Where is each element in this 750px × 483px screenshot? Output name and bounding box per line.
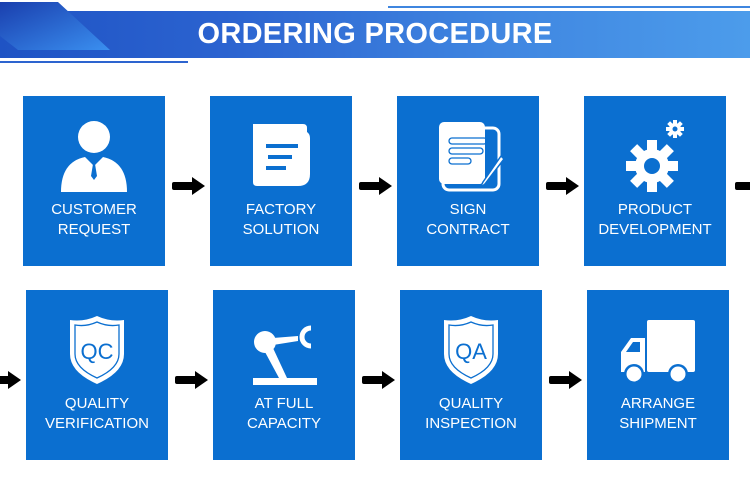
arrow-right-icon bbox=[735, 182, 750, 190]
page-title: ORDERING PROCEDURE bbox=[197, 18, 553, 50]
banner-bar bbox=[0, 11, 750, 58]
arrow-right-icon bbox=[172, 177, 205, 195]
arrow-right-icon bbox=[0, 371, 21, 389]
step-label: PRODUCT DEVELOPMENT bbox=[584, 200, 726, 240]
banner-line-top bbox=[388, 6, 750, 8]
step-label-line1: FACTORY bbox=[245, 201, 317, 218]
step-label-line1: QUALITY bbox=[438, 395, 504, 412]
step-label-line1: PRODUCT bbox=[617, 201, 693, 218]
gears-icon bbox=[626, 120, 684, 192]
step-label-line2: REQUEST bbox=[57, 221, 131, 238]
step-label: FACTORY SOLUTION bbox=[210, 200, 352, 240]
step-product-development: PRODUCT DEVELOPMENT bbox=[584, 96, 726, 266]
step-label-line2: SOLUTION bbox=[242, 221, 320, 238]
arrow-right-icon bbox=[362, 371, 395, 389]
robot-arm-icon bbox=[253, 325, 317, 385]
step-at-full-capacity: AT FULL CAPACITY bbox=[213, 290, 355, 460]
banner-line-bottom bbox=[0, 61, 188, 63]
qc-shield-icon: QC bbox=[70, 316, 124, 384]
step-label-line2: VERIFICATION bbox=[45, 415, 149, 432]
step-label: SIGN CONTRACT bbox=[397, 200, 539, 240]
step-label-line1: CUSTOMER bbox=[51, 201, 137, 218]
contract-icon bbox=[439, 122, 505, 192]
step-label-line2: CAPACITY bbox=[247, 415, 321, 432]
step-label-line2: DEVELOPMENT bbox=[598, 221, 712, 238]
qa-shield-icon: QA bbox=[444, 316, 498, 384]
step-label-line1: ARRANGE bbox=[620, 395, 696, 412]
step-label-line2: SHIPMENT bbox=[619, 415, 697, 432]
arrow-right-icon bbox=[549, 371, 582, 389]
step-label: CUSTOMER REQUEST bbox=[23, 200, 165, 240]
step-label-line1: QUALITY bbox=[64, 395, 130, 412]
step-label: QUALITY VERIFICATION bbox=[26, 394, 168, 434]
step-label-line2: INSPECTION bbox=[425, 415, 517, 432]
arrow-right-icon bbox=[546, 177, 579, 195]
step-label: QUALITY INSPECTION bbox=[400, 394, 542, 434]
step-label-line2: CONTRACT bbox=[426, 221, 510, 238]
step-customer-request: CUSTOMER REQUEST bbox=[23, 96, 165, 266]
step-arrange-shipment: ARRANGE SHIPMENT bbox=[587, 290, 729, 460]
document-icon bbox=[253, 124, 310, 186]
step-label: ARRANGE SHIPMENT bbox=[587, 394, 729, 434]
qc-badge-text: QC bbox=[81, 339, 114, 364]
step-quality-verification: QC QUALITY VERIFICATION bbox=[26, 290, 168, 460]
step-label: AT FULL CAPACITY bbox=[213, 394, 355, 434]
arrow-right-icon bbox=[359, 177, 392, 195]
customer-icon bbox=[61, 121, 127, 192]
step-label-line1: AT FULL bbox=[254, 395, 314, 412]
step-label-line1: SIGN bbox=[449, 201, 487, 218]
qa-badge-text: QA bbox=[455, 339, 487, 364]
banner-accent-shape bbox=[0, 2, 110, 50]
step-factory-solution: FACTORY SOLUTION bbox=[210, 96, 352, 266]
truck-icon bbox=[621, 320, 695, 384]
step-sign-contract: SIGN CONTRACT bbox=[397, 96, 539, 266]
arrow-right-icon bbox=[175, 371, 208, 389]
step-quality-inspection: QA QUALITY INSPECTION bbox=[400, 290, 542, 460]
